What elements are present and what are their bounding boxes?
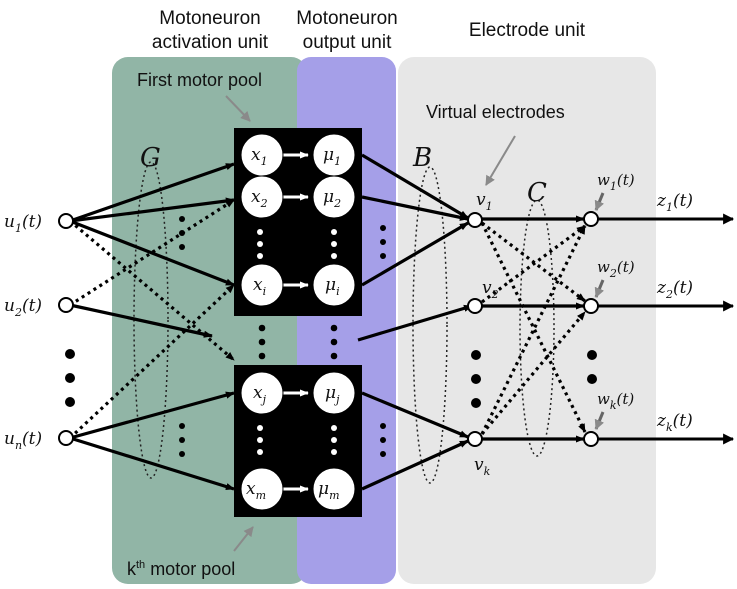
input-label-u2: u2(t): [4, 296, 42, 319]
matrix-c-ellipse: [519, 199, 555, 457]
neuron-nodes: [240, 133, 356, 511]
electrode-unit-panel: [398, 57, 656, 584]
weight-label-w1: w1(t): [597, 171, 635, 193]
output-label-z1: z1(t): [656, 191, 693, 214]
virtual-electrodes-pointer: [485, 135, 516, 186]
matrix-b-label: B: [412, 143, 432, 173]
input-connections: [69, 162, 235, 491]
electrode-dotted-connections: [480, 221, 587, 436]
input-nodes: [58, 213, 74, 446]
activation-unit-header-line1: Motoneuron: [159, 8, 260, 29]
neuron-label-xi: xi: [253, 275, 266, 298]
electrode-nodes: [467, 211, 599, 447]
neuron-label-xj: xj: [253, 383, 267, 406]
neuron-label-mu2: μ2: [323, 187, 341, 210]
kth-motor-pool-label: kth motor pool: [127, 559, 235, 579]
weight-label-wk: wk(t): [597, 390, 634, 412]
electrode-label-v1: v1: [476, 190, 493, 213]
neuron-label-x2: x2: [251, 187, 268, 210]
electrode-label-vk: vk: [474, 455, 491, 478]
neuron-label-muj: μj: [325, 383, 340, 406]
output-label-z2: z2(t): [656, 278, 693, 301]
weight-pointers: [594, 192, 605, 430]
electrode-connections: [482, 215, 585, 443]
neuron-label-xm: xm: [246, 479, 266, 502]
neuron-label-mum: μm: [318, 479, 340, 502]
output-connections: [357, 153, 473, 491]
neuron-label-mu1: μ1: [323, 145, 341, 168]
output-unit-header-line2: output unit: [303, 32, 392, 53]
electrode-unit-header: Electrode unit: [469, 20, 586, 41]
input-label-un: un(t): [4, 429, 42, 452]
matrix-g-label: G: [140, 143, 161, 173]
output-label-zk: zk(t): [656, 411, 693, 434]
virtual-electrodes-label: Virtual electrodes: [426, 102, 565, 122]
electrode-label-v2: v2: [482, 278, 499, 301]
final-output-arrows: [598, 213, 735, 445]
first-pool-pointer: [225, 95, 251, 122]
input-dotted-connections: [68, 198, 236, 440]
matrix-c-label: C: [527, 178, 547, 208]
output-unit-header-line1: Motoneuron: [296, 8, 397, 29]
activation-unit-header-line2: activation unit: [152, 32, 269, 53]
neuron-label-x1: x1: [251, 145, 268, 168]
first-motor-pool-label: First motor pool: [137, 70, 262, 90]
ellipsis-dots: [65, 216, 597, 457]
weight-label-w2: w2(t): [597, 258, 635, 280]
neuron-label-mui: μi: [325, 275, 340, 298]
kth-pool-pointer: [233, 526, 254, 552]
input-label-u1: u1(t): [4, 212, 42, 235]
